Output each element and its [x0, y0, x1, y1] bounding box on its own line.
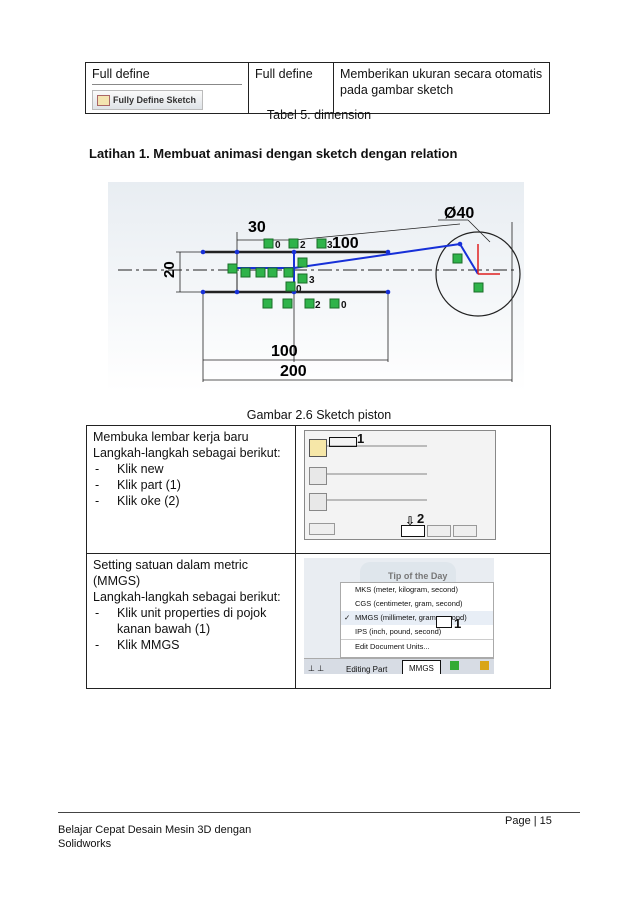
feature-label: Full define: [92, 67, 150, 81]
menu-item-edit-units: Edit Document Units...: [341, 639, 493, 654]
exercise-heading: Latihan 1. Membuat animasi dengan sketch…: [89, 146, 458, 161]
list-item: Klik oke (2): [93, 493, 289, 509]
dimension-200: 200: [280, 363, 307, 380]
relation-label: 0: [296, 284, 302, 295]
dimension-30: 30: [248, 219, 266, 236]
table-cell-name: Full define: [248, 62, 334, 114]
screenshot-cell-new-part: 1 ⇩ 2: [295, 425, 551, 554]
step-list: Klik new Klik part (1) Klik oke (2): [93, 461, 289, 509]
relation-label: 3: [309, 275, 315, 286]
fully-define-sketch-button: Fully Define Sketch: [92, 90, 204, 110]
status-units-button: MMGS: [402, 660, 441, 674]
dimension-diameter: Ø40: [444, 205, 474, 222]
piston-sketch-figure: 30 100 20 Ø40 100 200: [108, 182, 524, 392]
step-line: Langkah-langkah sebagai berikut:: [93, 590, 281, 604]
relation-label: 0: [341, 300, 347, 311]
table-cell-description: Memberikan ukuran secara otomatis pada g…: [333, 62, 550, 114]
cancel-button: [427, 525, 451, 537]
relation-icons: [227, 238, 484, 309]
tip-of-day-panel: Tip of the Day: [360, 562, 456, 584]
axis-icon: ⊥ ⊥: [308, 664, 325, 673]
callout-1: 1: [454, 616, 462, 631]
drawing-icon: [309, 493, 327, 511]
list-item: Klik new: [93, 461, 289, 477]
list-item: Klik unit properties di pojok kanan bawa…: [93, 605, 289, 637]
arrow-down-icon: ⇩: [405, 514, 416, 528]
relation-label: 0: [275, 240, 281, 251]
part-icon: [309, 439, 327, 457]
list-item: Klik part (1): [93, 477, 289, 493]
table-row: Setting satuan dalam metric (MMGS) Langk…: [86, 553, 551, 689]
assembly-icon: [309, 467, 327, 485]
figure-caption: Gambar 2.6 Sketch piston: [246, 408, 392, 422]
ok-button: [401, 525, 425, 537]
relation-label: 2: [300, 240, 306, 251]
new-document-dialog: 1 ⇩ 2: [304, 430, 496, 540]
status-bar: ⊥ ⊥ Editing Part MMGS: [304, 658, 494, 674]
menu-item-mmgs: ✓MMGS (millimeter, gram, second): [341, 611, 493, 625]
units-menu-screenshot: Tip of the Day MKS (meter, kilogram, sec…: [304, 558, 494, 674]
step-text-cell: Membuka lembar kerja baru Langkah-langka…: [86, 425, 296, 554]
status-editing: Editing Part: [346, 665, 388, 674]
help-icon: [450, 661, 459, 670]
dimension-100-bottom: 100: [271, 343, 298, 360]
step-line: Membuka lembar kerja baru: [93, 430, 249, 444]
table-caption: Tabel 5. dimension: [266, 108, 372, 122]
piston-sketch-svg: 30 100 20 Ø40 100 200: [108, 182, 524, 392]
menu-item-mks: MKS (meter, kilogram, second): [355, 585, 458, 594]
table-cell-feature: Full define Fully Define Sketch: [85, 62, 249, 114]
page-number: Page | 15: [505, 815, 552, 827]
check-icon: ✓: [344, 613, 351, 622]
step-list: Klik unit properties di pojok kanan bawa…: [93, 605, 289, 653]
relation-label: 3: [327, 240, 333, 251]
callout-1: 1: [357, 431, 365, 446]
help-button: [453, 525, 477, 537]
screenshot-cell-units: Tip of the Day MKS (meter, kilogram, sec…: [295, 553, 551, 689]
menu-item-ips: IPS (inch, pound, second): [355, 627, 442, 636]
callout-2: 2: [417, 511, 425, 526]
arrow-down-icon: [436, 616, 452, 628]
footer-book-title: Belajar Cepat Desain Mesin 3D dengan Sol…: [58, 824, 252, 850]
step-line: Setting satuan dalam metric (MMGS): [93, 558, 248, 588]
dimension-20: 20: [161, 261, 178, 278]
novice-button: [309, 523, 335, 535]
menu-item-cgs: CGS (centimeter, gram, second): [355, 599, 463, 608]
table-fully-define: Full define Fully Define Sketch Full def…: [85, 62, 550, 114]
step-line: Langkah-langkah sebagai berikut:: [93, 446, 281, 460]
table-row: Membuka lembar kerja baru Langkah-langka…: [86, 425, 551, 554]
pencil-icon: [480, 661, 489, 670]
relation-label: 2: [315, 300, 321, 311]
sketch-icon: [97, 95, 110, 107]
footer-divider: [58, 812, 580, 813]
step-text-cell: Setting satuan dalam metric (MMGS) Langk…: [86, 553, 296, 689]
steps-table: Membuka lembar kerja baru Langkah-langka…: [86, 425, 551, 689]
list-item: Klik MMGS: [93, 637, 289, 653]
dimension-100-top: 100: [332, 235, 359, 252]
arrow-left-icon: [329, 437, 357, 447]
units-dropdown-menu: MKS (meter, kilogram, second) CGS (centi…: [340, 582, 494, 658]
